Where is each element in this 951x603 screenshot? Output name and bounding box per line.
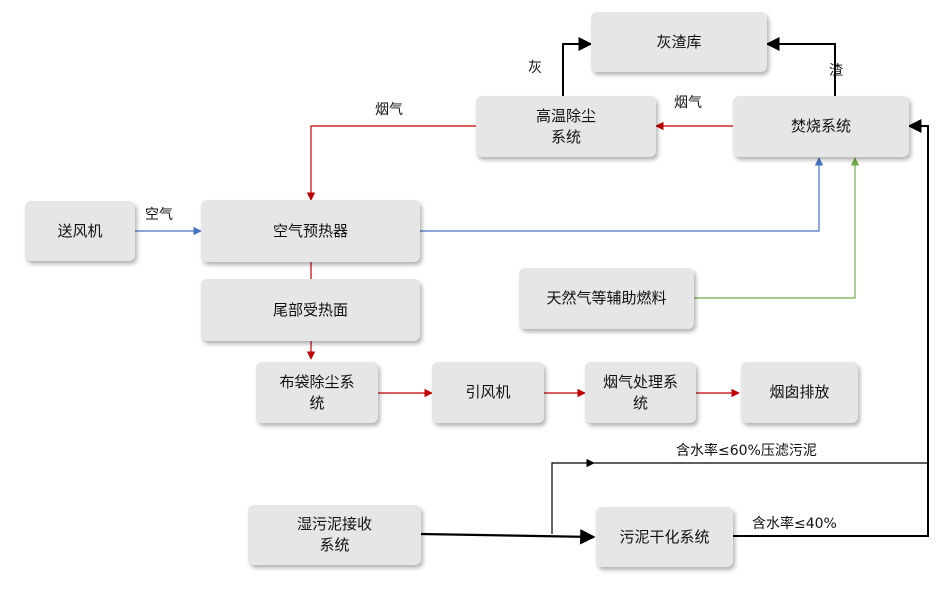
induced-fan-label: 引风机 <box>465 383 511 401</box>
incinerator-label: 焚烧系统 <box>790 117 851 135</box>
air-preheater-box: 空气预热器 <box>201 200 420 262</box>
high-temp-dust-box: 高温除尘 系统 <box>476 96 656 157</box>
blower-label: 送风机 <box>57 221 103 240</box>
natural-gas-box: 天然气等辅助燃料 <box>519 268 694 329</box>
chimney-box: 烟囱排放 <box>741 362 858 423</box>
flue-treatment-box: 烟气处理系 统 <box>585 362 696 423</box>
blower-box: 送风机 <box>25 201 135 261</box>
hot-air-connector <box>420 157 824 232</box>
flue-treatment-label: 烟气处理系 统 <box>602 372 678 412</box>
tail-heating-box: 尾部受热面 <box>201 279 420 341</box>
high-temp-dust-label: 高温除尘 系统 <box>535 106 596 146</box>
incinerator-box: 焚烧系统 <box>733 96 909 157</box>
induced-fan-box: 引风机 <box>432 362 544 423</box>
bag-filter-box: 布袋除尘系 统 <box>256 362 378 423</box>
chimney-label: 烟囱排放 <box>769 383 830 401</box>
air-edge-label: 空气 <box>145 207 173 223</box>
flue-gas-connector-2 <box>306 125 476 201</box>
ash-storage-box: 灰渣库 <box>591 12 767 72</box>
ash-edge-label: 灰 <box>528 60 542 76</box>
ash-connector <box>562 37 593 96</box>
wet-sludge-box: 湿污泥接收 系统 <box>248 505 421 565</box>
wet-drying-connector <box>420 529 596 545</box>
flue-gas-edge-label-1: 烟气 <box>375 102 403 118</box>
flue-gas-edge-label-2: 烟气 <box>674 95 702 111</box>
tail-heating-label: 尾部受热面 <box>272 300 348 319</box>
sludge-drying-label: 污泥干化系统 <box>619 527 710 546</box>
fuel-connector <box>694 157 860 299</box>
wet-sludge-label: 湿污泥接收 系统 <box>296 515 372 554</box>
slag-connector <box>765 37 836 96</box>
air-preheater-label: 空气预热器 <box>272 221 348 240</box>
pressed-sludge-branch <box>551 458 595 534</box>
slag-edge-label: 渣 <box>829 63 843 79</box>
natural-gas-label: 天然气等辅助燃料 <box>546 289 667 307</box>
ash-storage-label: 灰渣库 <box>656 32 702 51</box>
bag-filter-label: 布袋除尘系 统 <box>279 372 355 412</box>
pressed-sludge-edge-label: 含水率≤60%压滤污泥 <box>676 443 817 459</box>
dried-sludge-connector <box>733 119 929 537</box>
sludge-drying-box: 污泥干化系统 <box>596 507 733 567</box>
dried-sludge-edge-label: 含水率≤40% <box>752 516 837 532</box>
